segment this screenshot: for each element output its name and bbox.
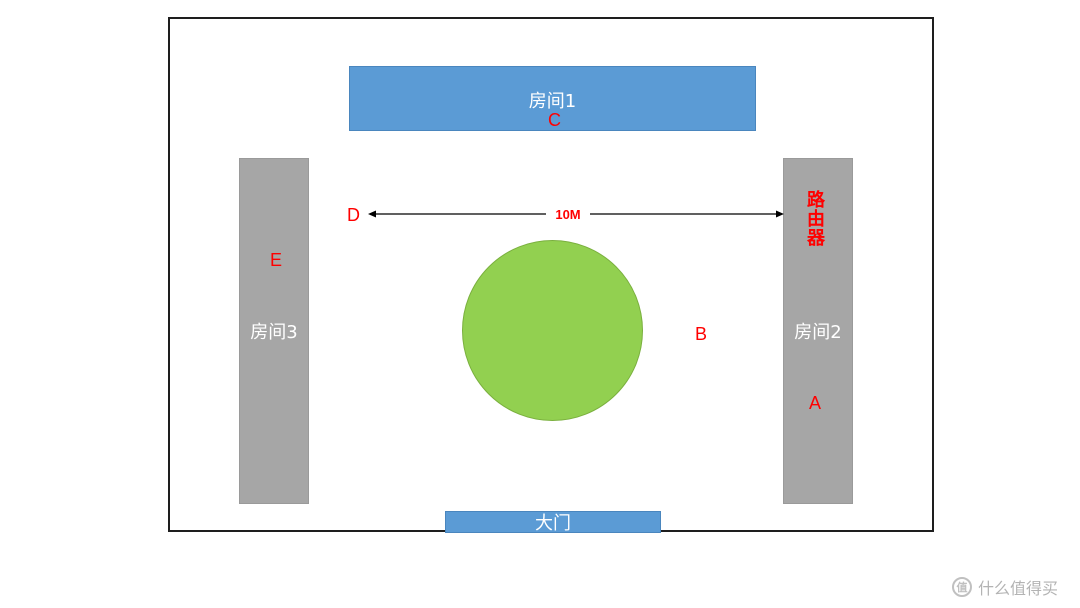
arrowhead-left (368, 210, 376, 218)
router-label: 路由器 (807, 190, 825, 249)
room-1: 房间1 (349, 66, 756, 131)
room-2-label: 房间2 (794, 322, 842, 343)
marker-b: B (695, 324, 708, 344)
arrowhead-right (776, 210, 784, 218)
room-1-label: 房间1 (528, 91, 577, 112)
watermark: 值 什么值得买 (952, 575, 1058, 599)
room-3-label: 房间3 (250, 322, 298, 343)
green-obstacle-circle (462, 240, 643, 421)
watermark-text: 什么值得买 (978, 579, 1059, 598)
marker-c: C (548, 110, 561, 130)
marker-a: A (809, 393, 822, 413)
room-2: 房间2 (783, 158, 853, 504)
room-3: 房间3 (239, 158, 309, 504)
main-door-label: 大门 (535, 513, 571, 534)
main-door: 大门 (445, 511, 661, 534)
marker-d: D (347, 205, 360, 225)
watermark-logo-icon: 值 (952, 577, 972, 597)
distance-label: 10M (546, 206, 590, 224)
marker-e: E (270, 250, 283, 270)
